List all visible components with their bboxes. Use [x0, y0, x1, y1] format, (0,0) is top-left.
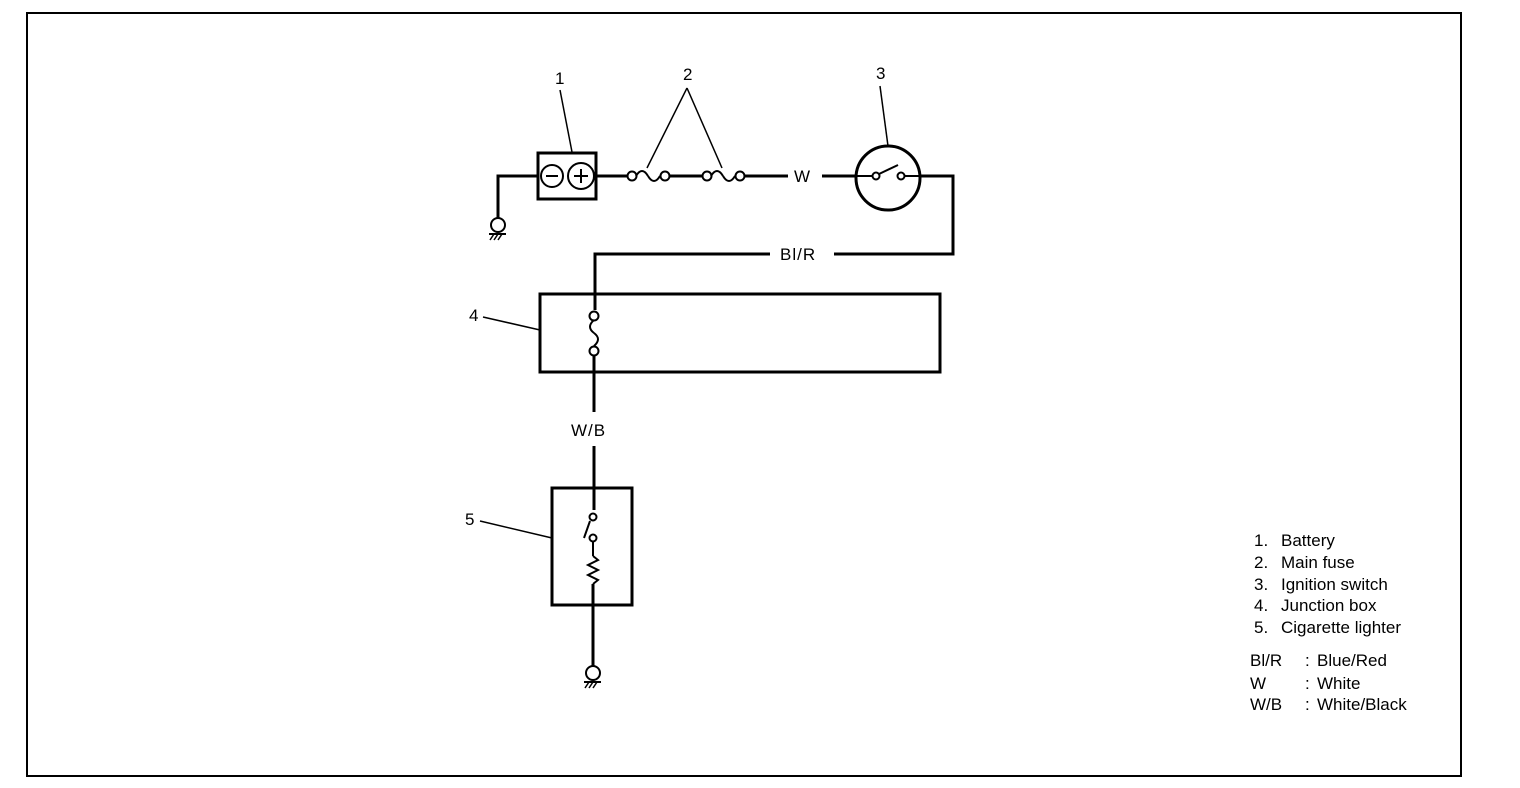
- legend-item-num: 5.: [1254, 618, 1268, 637]
- legend-item-text: Junction box: [1281, 596, 1377, 615]
- diagram-frame: [26, 12, 1462, 777]
- legend: 1. Battery 2. Main fuse 3. Ignition swit…: [1250, 531, 1407, 714]
- legend-color-text: White: [1317, 674, 1360, 693]
- leader-battery: [559, 89, 573, 153]
- label-fuse-number: 2: [683, 65, 692, 84]
- legend-color-text: Blue/Red: [1317, 651, 1387, 670]
- wire-battery-ground: [496, 174, 538, 218]
- leader-fuse-a: [646, 87, 688, 169]
- label-battery-number: 1: [555, 69, 564, 88]
- wire-label-wb: W/B: [571, 421, 606, 440]
- legend-color-code: W/B: [1250, 695, 1282, 714]
- leader-ignition: [879, 85, 889, 147]
- leader-fuse-b: [686, 87, 723, 169]
- legend-item-num: 1.: [1254, 531, 1268, 550]
- leader-lighter: [479, 520, 553, 539]
- legend-item-text: Main fuse: [1281, 553, 1355, 572]
- legend-color-text: White/Black: [1317, 695, 1407, 714]
- legend-item-text: Ignition switch: [1281, 575, 1388, 594]
- label-ignition-number: 3: [876, 64, 885, 83]
- ground-symbol-top: [489, 217, 506, 241]
- label-junction-number: 4: [469, 306, 478, 325]
- ground-symbol-bottom: [584, 665, 601, 689]
- ignition-switch-symbol: [854, 144, 922, 212]
- legend-color-sep: :: [1305, 651, 1310, 670]
- main-fuse-1: [626, 170, 671, 182]
- legend-color-code: Bl/R: [1250, 651, 1282, 670]
- legend-item-text: Battery: [1281, 531, 1335, 550]
- lighter-switch-symbol: [583, 512, 601, 585]
- junction-box: [538, 292, 942, 374]
- legend-color-sep: :: [1305, 695, 1310, 714]
- label-lighter-number: 5: [465, 510, 474, 529]
- leader-junction: [482, 316, 541, 331]
- legend-color-sep: :: [1305, 674, 1310, 693]
- main-fuse-2: [701, 170, 746, 182]
- wire-blr-a: [834, 174, 955, 256]
- legend-color-code: W: [1250, 674, 1266, 693]
- battery-symbol: [536, 151, 598, 201]
- legend-item-num: 3.: [1254, 575, 1268, 594]
- legend-item-num: 4.: [1254, 596, 1268, 615]
- wire-label-blr: Bl/R: [780, 245, 816, 264]
- wire-label-w: W: [794, 167, 811, 186]
- legend-item-text: Cigarette lighter: [1281, 618, 1401, 637]
- junction-fuse-symbol: [588, 310, 600, 357]
- wire-blr-b: [593, 252, 770, 310]
- legend-item-num: 2.: [1254, 553, 1268, 572]
